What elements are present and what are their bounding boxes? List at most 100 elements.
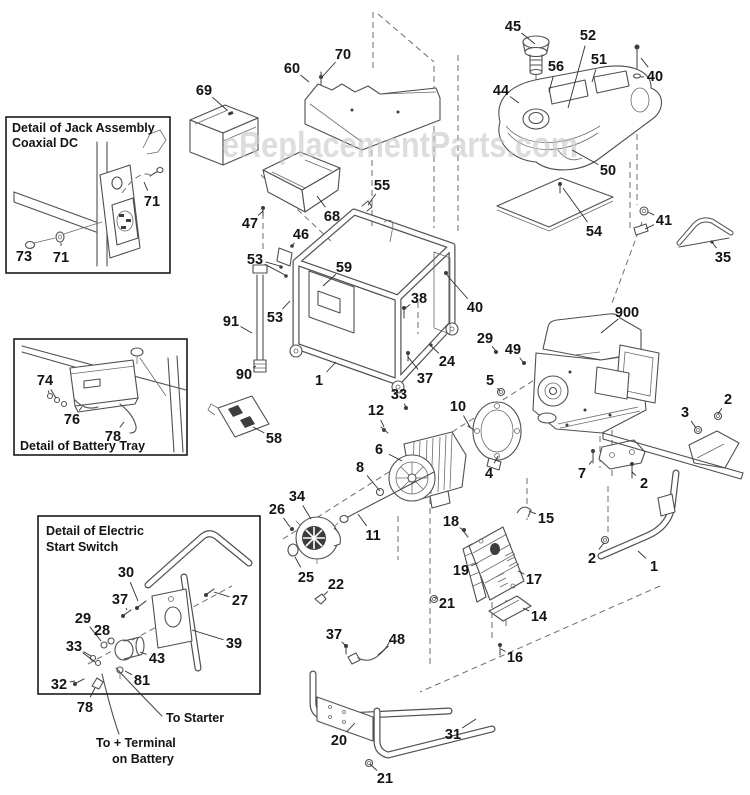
callout-37-68: 37 bbox=[112, 592, 128, 608]
leader-81-76 bbox=[124, 670, 133, 676]
callout-29-70: 29 bbox=[75, 611, 91, 627]
callout-70-6: 70 bbox=[335, 47, 351, 63]
part-right-handle-1 bbox=[597, 432, 744, 560]
inset-box-battery-tray bbox=[13, 338, 188, 456]
leader-26-45 bbox=[283, 517, 291, 528]
leader-46-16 bbox=[291, 242, 295, 247]
callout-50-9: 50 bbox=[600, 163, 616, 179]
leader-21-55 bbox=[433, 596, 438, 599]
leader-29-70 bbox=[89, 626, 102, 642]
callout-78-77: 78 bbox=[77, 700, 93, 716]
leader-8-32 bbox=[366, 475, 381, 492]
callout-46-16: 46 bbox=[293, 227, 309, 243]
part-end-cap-fan-34 bbox=[287, 516, 341, 564]
callout-21-55: 21 bbox=[439, 596, 455, 612]
leader-2-41 bbox=[631, 471, 637, 476]
leader-50-9 bbox=[571, 149, 599, 166]
callout-2-42: 2 bbox=[588, 551, 596, 567]
part-deflector-14 bbox=[488, 595, 532, 656]
leader-60-7 bbox=[300, 74, 310, 83]
leader-2-39 bbox=[717, 407, 723, 415]
callout-41-11: 41 bbox=[656, 213, 672, 229]
callout-33-27: 33 bbox=[391, 387, 407, 403]
callout-26-45: 26 bbox=[269, 502, 285, 518]
leader-6-31 bbox=[388, 453, 403, 462]
leader-47-13 bbox=[257, 210, 264, 216]
callout-34-44: 34 bbox=[289, 489, 305, 505]
leader-59-18 bbox=[322, 274, 337, 287]
callout-52-1: 52 bbox=[580, 28, 596, 44]
callout-71-63: 71 bbox=[53, 250, 69, 266]
leader-90-22 bbox=[252, 365, 257, 369]
leader-71-61 bbox=[143, 181, 149, 192]
callout-51-2: 51 bbox=[591, 52, 607, 68]
leader-29-34 bbox=[491, 346, 497, 352]
leader-56-3 bbox=[548, 76, 554, 93]
callout-17-52: 17 bbox=[526, 572, 542, 588]
leader-78-66 bbox=[119, 421, 125, 428]
callout-1-43: 1 bbox=[650, 559, 658, 575]
part-base-frame-20-31 bbox=[309, 594, 496, 768]
callout-37-25: 37 bbox=[417, 371, 433, 387]
callout-33-72: 33 bbox=[66, 639, 82, 655]
leader-32-73 bbox=[69, 680, 76, 683]
leader-37-68 bbox=[125, 608, 128, 611]
note-0: To Starter bbox=[166, 711, 224, 725]
part-panel-bracket-60 bbox=[304, 71, 441, 151]
leader-7-38 bbox=[588, 460, 593, 465]
part-muffler-17-19 bbox=[462, 506, 532, 603]
callout-1-23: 1 bbox=[315, 373, 323, 389]
leader-25-47 bbox=[294, 556, 302, 568]
callout-4-37: 4 bbox=[485, 466, 493, 482]
leader-3-40 bbox=[690, 420, 697, 429]
callout-3-40: 3 bbox=[681, 405, 689, 421]
part-foam-pad bbox=[496, 177, 614, 232]
leader-24-24 bbox=[430, 345, 440, 354]
part-battery-box bbox=[189, 104, 259, 166]
part-fuel-cap-45 bbox=[522, 35, 550, 76]
inset-title-battery-tray-0: Detail of Battery Tray bbox=[20, 439, 145, 453]
callout-27-69: 27 bbox=[232, 593, 248, 609]
leader-74-64 bbox=[50, 389, 57, 399]
leader-76-65 bbox=[78, 406, 83, 411]
leader-37-56 bbox=[341, 641, 346, 646]
leader-4-37 bbox=[493, 455, 499, 464]
callout-18-49: 18 bbox=[443, 514, 459, 530]
leader-900-33 bbox=[600, 318, 619, 334]
leader-53-17 bbox=[265, 261, 281, 267]
leader-15-50 bbox=[528, 510, 536, 515]
callout-76-65: 76 bbox=[64, 412, 80, 428]
leader-41-11 bbox=[644, 224, 655, 230]
callout-39-74: 39 bbox=[226, 636, 242, 652]
inset-title-electric-start-switch-1: Start Switch bbox=[46, 540, 118, 554]
leader-31-59 bbox=[461, 718, 477, 729]
leader-39-74 bbox=[191, 629, 224, 641]
leader-22-48 bbox=[323, 591, 329, 596]
leader-49-35 bbox=[519, 357, 524, 363]
callout-30-67: 30 bbox=[118, 565, 134, 581]
callout-74-64: 74 bbox=[37, 373, 53, 389]
inset-title-jack-assembly-0: Detail of Jack Assembly bbox=[12, 121, 155, 135]
part-small-fasteners-mid bbox=[290, 350, 526, 531]
leader-70-6 bbox=[321, 61, 336, 78]
leader-14-53 bbox=[522, 607, 530, 612]
leader-33-27 bbox=[403, 403, 407, 408]
callout-40-5: 40 bbox=[647, 69, 663, 85]
leader-53-19 bbox=[282, 300, 291, 310]
callout-15-50: 15 bbox=[538, 511, 554, 527]
leader-53-17 bbox=[264, 263, 286, 276]
callout-55-15: 55 bbox=[374, 178, 390, 194]
note-2: on Battery bbox=[112, 752, 174, 766]
leader-16-54 bbox=[500, 648, 506, 652]
leader-10-29 bbox=[463, 415, 471, 428]
callout-2-41: 2 bbox=[640, 476, 648, 492]
callout-28-71: 28 bbox=[94, 623, 110, 639]
leader-33-72 bbox=[82, 652, 96, 663]
callout-90-22: 90 bbox=[236, 367, 252, 383]
part-spark-wire-48 bbox=[314, 593, 391, 665]
part-adapter-plate-4 bbox=[472, 401, 522, 471]
part-bolt-40 bbox=[632, 44, 642, 79]
callout-31-59: 31 bbox=[445, 727, 461, 743]
leader-43-75 bbox=[139, 651, 147, 655]
